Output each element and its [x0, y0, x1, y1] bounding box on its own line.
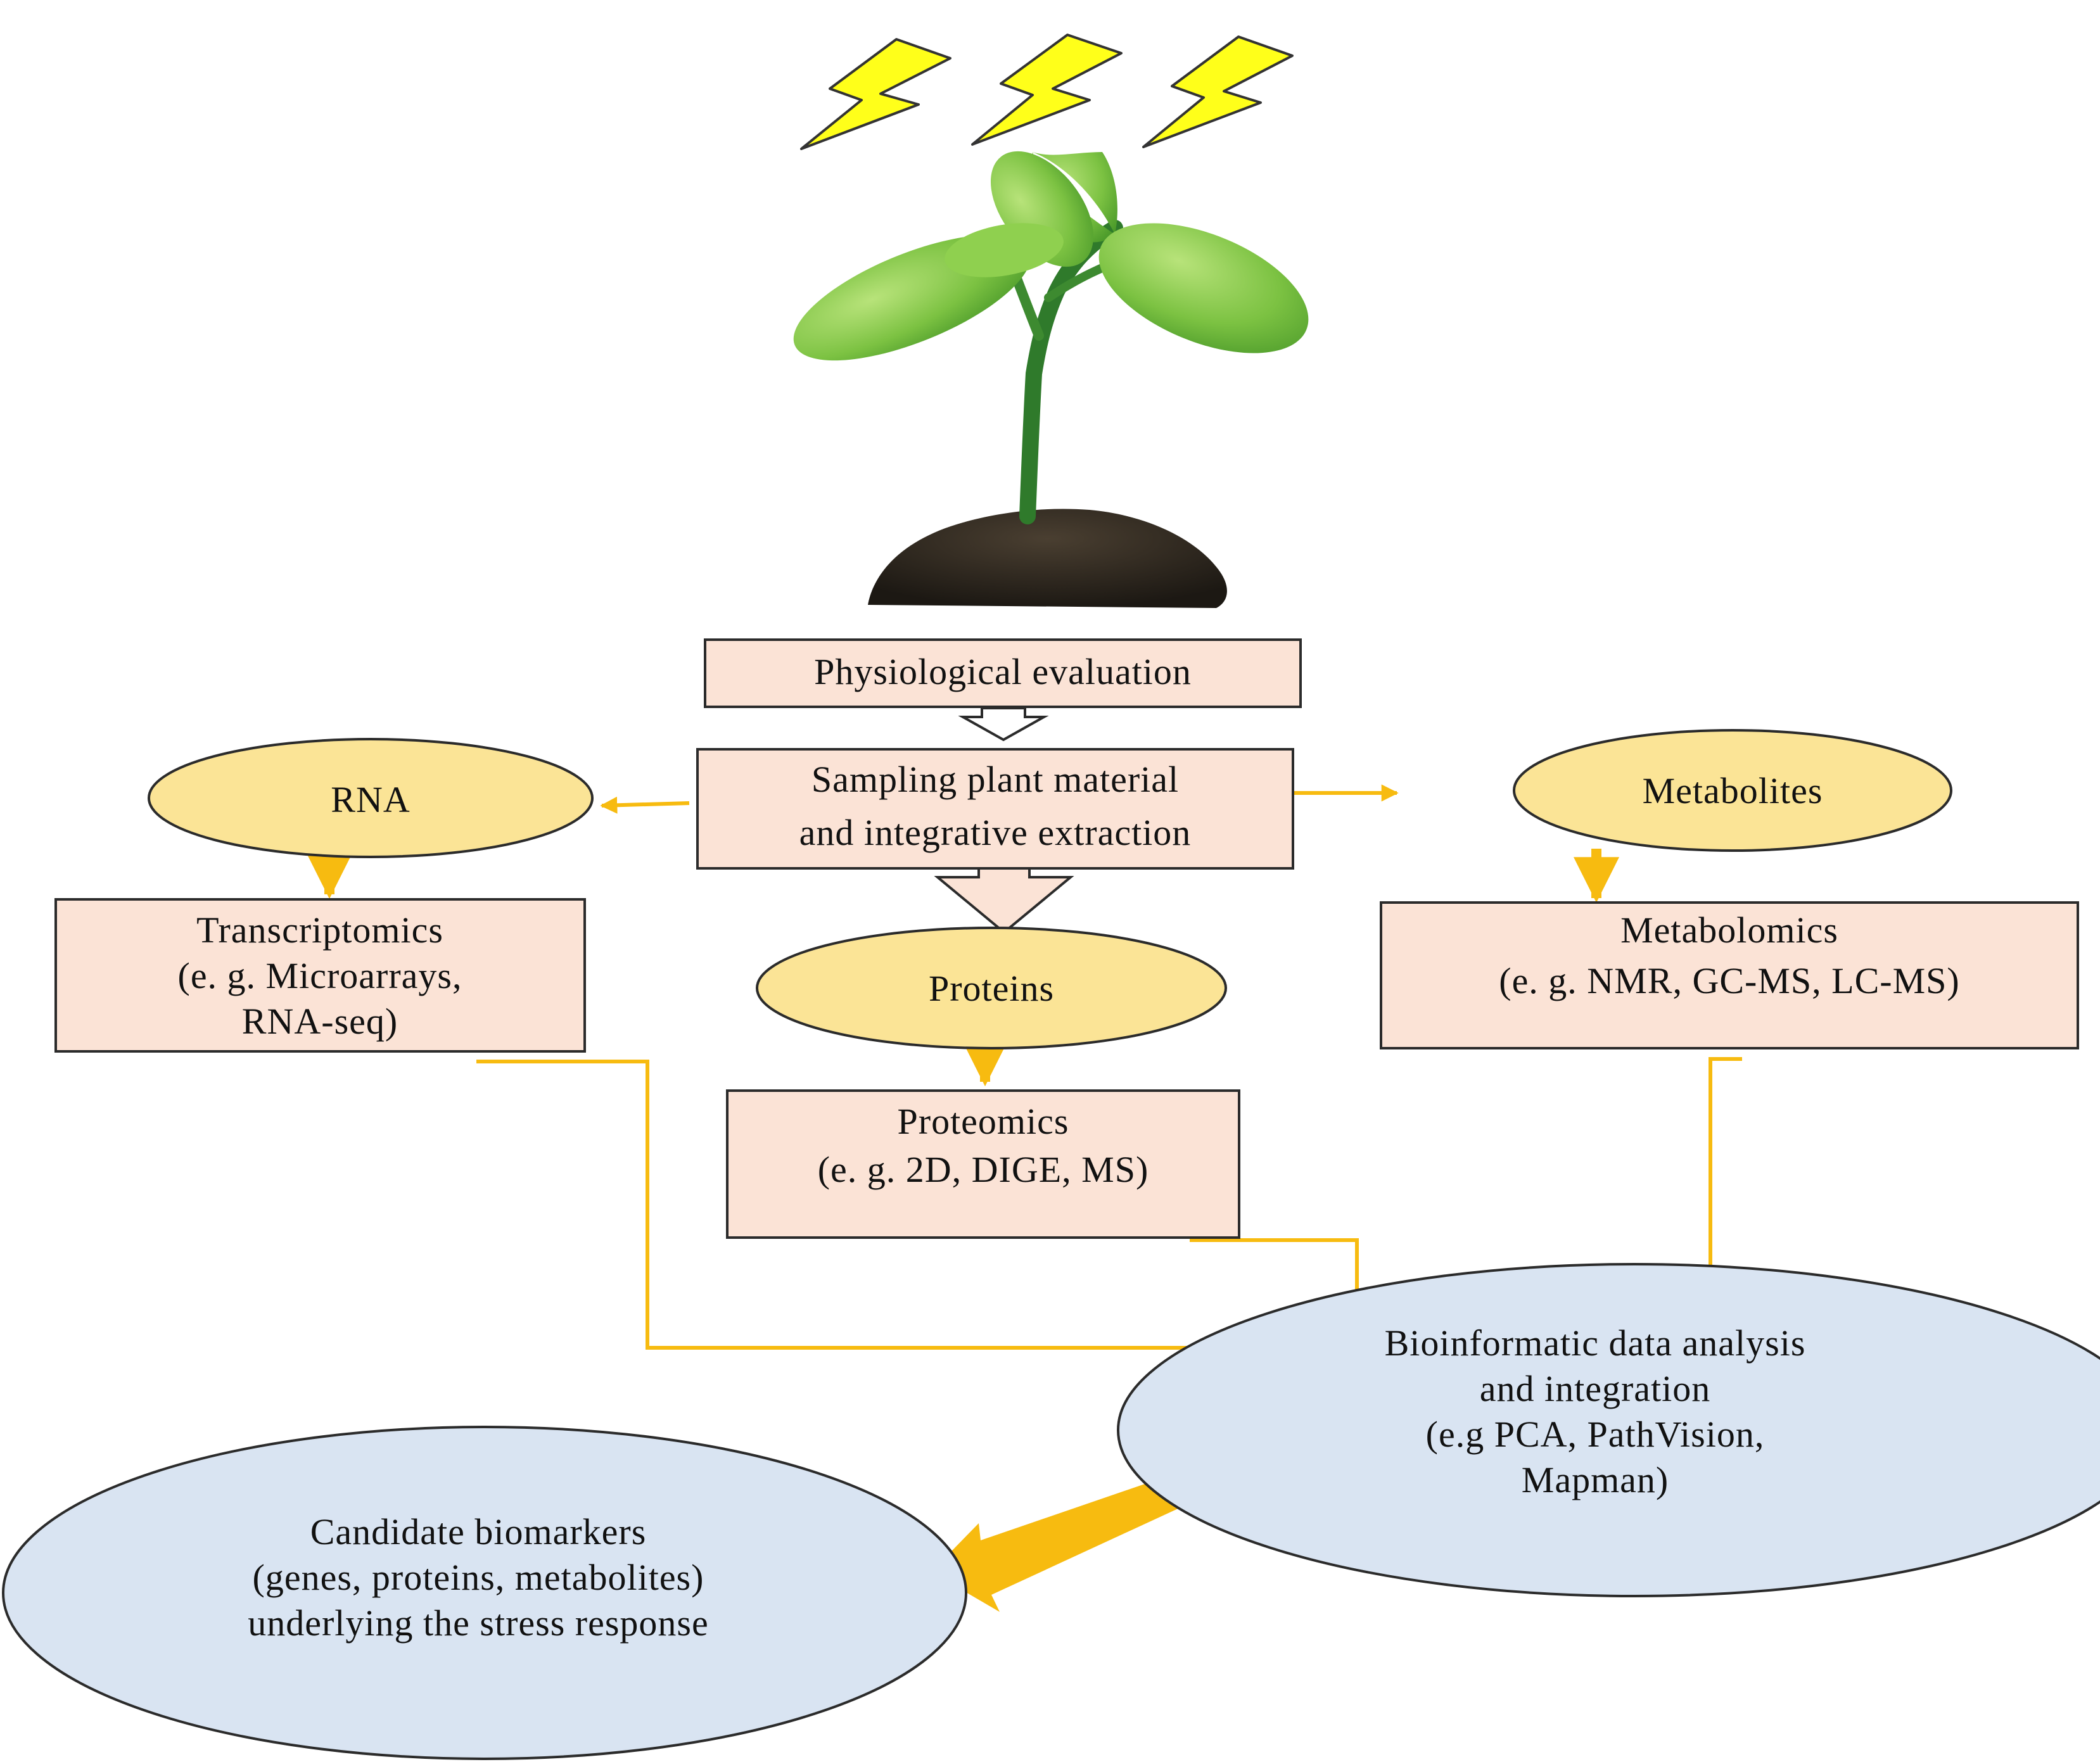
physiological-box: [704, 638, 1302, 708]
biomarkers-label-line: (genes, proteins, metabolites): [253, 1557, 704, 1598]
lightning-bolt-icon: [971, 34, 1123, 146]
sampling-label-line: and integrative extraction: [799, 812, 1192, 853]
metabolomics-box: [1380, 901, 2079, 1049]
arrow-bioinformatic-to-biomarkers: [931, 1468, 1215, 1612]
sampling-label-line: Sampling plant material: [811, 759, 1179, 800]
lightning-bolt-icon: [800, 38, 951, 150]
biomarkers-label-line: underlying the stress response: [248, 1602, 708, 1644]
lightning-bolt-icon: [1142, 35, 1294, 148]
metabolites-label-line: Metabolites: [1643, 770, 1823, 811]
biomarkers-oval: [2, 1426, 967, 1760]
metabolites-label: Metabolites: [1643, 770, 1823, 811]
bioinformatic-oval: [1117, 1263, 2100, 1597]
transcriptomics-box: [54, 898, 586, 1053]
transcriptomics-label: Transcriptomics(e. g. Microarrays, RNA-se…: [178, 910, 462, 1042]
bioinformatic-label-line: and integration: [1480, 1368, 1711, 1409]
proteins-oval: [756, 927, 1227, 1049]
transcriptomics-label-line: RNA-seq): [242, 1001, 398, 1042]
proteins-label: Proteins: [929, 968, 1054, 1009]
rna-oval: [148, 738, 594, 858]
bioinformatic-label-line: Mapman): [1522, 1459, 1669, 1500]
sampling-box: [696, 748, 1294, 870]
connector-transcriptomics-to-bioinformatic: [476, 1060, 1231, 1357]
metabolites-oval: [1513, 729, 1952, 852]
proteomics-label-line: (e. g. 2D, DIGE, MS): [818, 1149, 1149, 1190]
transcriptomics-label-line: (e. g. Microarrays,: [178, 955, 462, 996]
soil-mound: [868, 509, 1227, 608]
metabolomics-label-line: (e. g. NMR, GC-MS, LC-MS): [1499, 960, 1960, 1001]
metabolomics-label: Metabolomics (e. g. NMR, GC-MS, LC-MS): [1499, 910, 1960, 1001]
bioinformatic-label-line: (e.g PCA, PathVision,: [1426, 1414, 1765, 1455]
rna-label: RNA: [331, 779, 410, 820]
metabolomics-label-line: Metabolomics: [1620, 910, 1838, 951]
rna-label-line: RNA: [331, 779, 410, 820]
proteins-label-line: Proteins: [929, 968, 1054, 1009]
proteomics-label-line: Proteomics: [898, 1101, 1069, 1142]
sampling-label: Sampling plant material and integrative e…: [799, 759, 1192, 853]
transcriptomics-label-line: Transcriptomics: [196, 910, 443, 951]
physiological-label-line: Physiological evaluation: [814, 651, 1192, 692]
seedling-in-soil-icon: [793, 151, 1309, 608]
physiological-label: Physiological evaluation: [814, 651, 1192, 692]
proteomics-label: Proteomics (e. g. 2D, DIGE, MS): [818, 1101, 1149, 1190]
connector-metabolomics-to-bioinformatic: [1686, 1057, 1742, 1306]
arrow-physiological-to-sampling: [958, 707, 1049, 742]
biomarkers-label: Candidate biomarkers (genes, proteins, me…: [248, 1511, 708, 1644]
bioinformatic-label-line: Bioinformatic data analysis: [1385, 1322, 1806, 1364]
stress-lightning-group: [800, 34, 1294, 150]
proteomics-box: [726, 1089, 1240, 1239]
connector-sampling-to-rna: [600, 796, 690, 814]
arrow-sampling-to-proteins: [934, 866, 1074, 934]
leaf-right: [1098, 223, 1309, 353]
leaf-center: [945, 223, 1064, 277]
biomarkers-label-line: Candidate biomarkers: [310, 1511, 647, 1552]
